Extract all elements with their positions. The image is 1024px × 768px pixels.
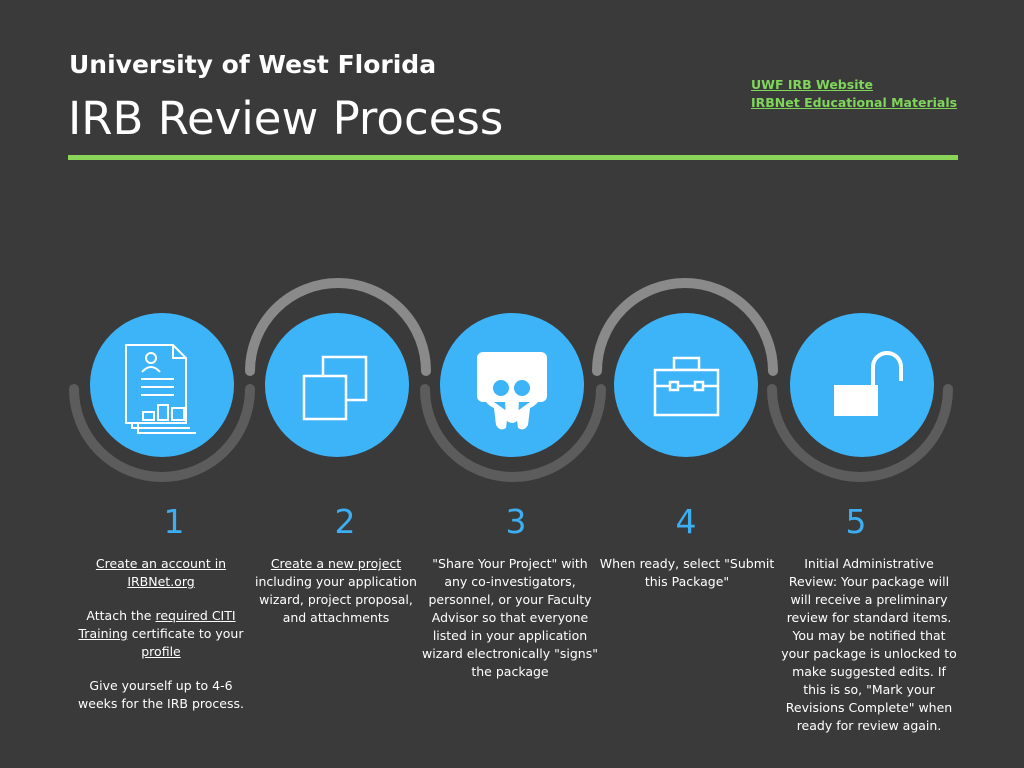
arc-top-step-2 bbox=[245, 278, 431, 376]
step-2-paragraph: Create a new project including your appl… bbox=[248, 555, 424, 627]
share-people-icon bbox=[477, 352, 547, 430]
step-1-text: Give yourself up to 4-6 weeks for the IR… bbox=[78, 678, 244, 711]
step-1-text: Attach the bbox=[86, 608, 156, 623]
arc-bottom-step-3 bbox=[420, 384, 606, 482]
step-1-link[interactable]: profile bbox=[141, 644, 181, 659]
header-divider bbox=[68, 155, 958, 160]
step-4-description: When ready, select "Submit this Package" bbox=[599, 555, 775, 607]
step-1-paragraph: Give yourself up to 4-6 weeks for the IR… bbox=[73, 677, 249, 713]
step-1-number: 1 bbox=[163, 502, 185, 541]
page-title: IRB Review Process bbox=[68, 92, 504, 145]
step-2-number: 2 bbox=[334, 502, 356, 541]
step-1-text: certificate to your bbox=[127, 626, 244, 641]
step-4-number: 4 bbox=[675, 502, 697, 541]
arc-top-step-4 bbox=[592, 278, 778, 376]
step-5-text: Initial Administrative Review: Your pack… bbox=[781, 556, 957, 733]
step-4-paragraph: When ready, select "Submit this Package" bbox=[599, 555, 775, 591]
step-4-text: When ready, select "Submit this Package" bbox=[599, 556, 775, 589]
arc-bottom-step-1 bbox=[69, 384, 255, 482]
resume-document-icon bbox=[125, 344, 196, 434]
step-1-paragraph: Create an account in IRBNet.org bbox=[73, 555, 249, 591]
step-3-description: "Share Your Project" with any co-investi… bbox=[422, 555, 598, 697]
org-name: University of West Florida bbox=[69, 50, 437, 79]
uwf-irb-website-link[interactable]: UWF IRB Website bbox=[751, 77, 873, 92]
irbnet-educational-materials-link[interactable]: IRBNet Educational Materials bbox=[751, 95, 958, 110]
step-1-link[interactable]: required CITI Training bbox=[78, 608, 236, 641]
step-3-number: 3 bbox=[505, 502, 527, 541]
step-3-paragraph: "Share Your Project" with any co-investi… bbox=[422, 555, 598, 681]
copy-squares-icon bbox=[302, 355, 368, 421]
header-links: UWF IRB Website IRBNet Educational Mater… bbox=[751, 76, 957, 112]
step-5-number: 5 bbox=[845, 502, 867, 541]
step-2-link[interactable]: Create a new project bbox=[270, 556, 402, 571]
step-2-text: including your application wizard, proje… bbox=[255, 574, 417, 625]
step-5-description: Initial Administrative Review: Your pack… bbox=[781, 555, 957, 751]
step-1-link[interactable]: Create an account in IRBNet.org bbox=[95, 556, 227, 589]
arc-bottom-step-5 bbox=[767, 384, 953, 482]
unlocked-padlock-icon bbox=[834, 351, 903, 416]
step-2-description: Create a new project including your appl… bbox=[248, 555, 424, 643]
step-3-text: "Share Your Project" with any co-investi… bbox=[422, 556, 598, 679]
step-5-paragraph: Initial Administrative Review: Your pack… bbox=[781, 555, 957, 735]
briefcase-icon bbox=[653, 356, 720, 417]
step-1-paragraph: Attach the required CITI Training certif… bbox=[73, 607, 249, 661]
